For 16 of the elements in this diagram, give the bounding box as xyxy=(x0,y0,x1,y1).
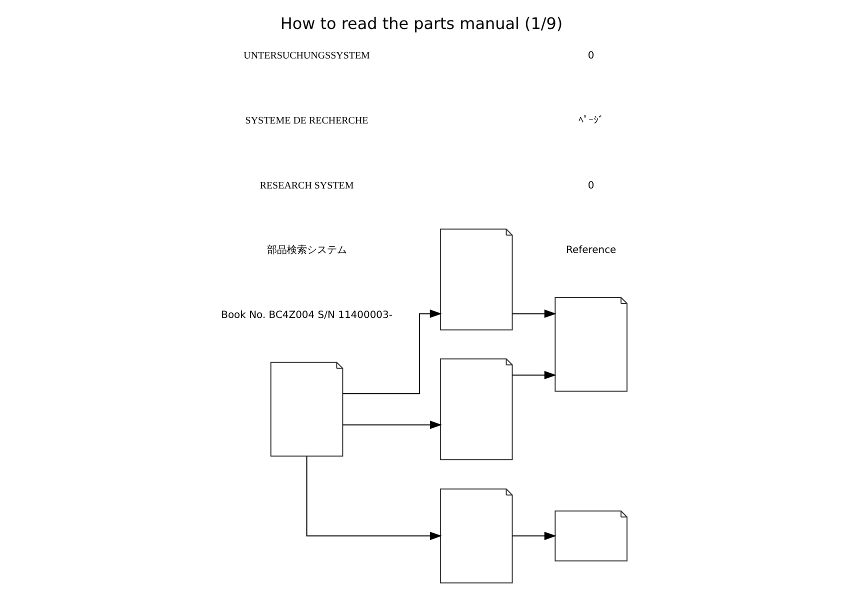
label: 0 xyxy=(587,50,594,62)
label: Book No. BC4Z004 S/N 11400003- xyxy=(220,310,392,321)
arrow xyxy=(342,310,442,394)
label: UNTERSUCHUNGSSYSTEM xyxy=(243,50,370,62)
diagram-title: How to read the parts manual (1/9) xyxy=(280,14,562,33)
arrow xyxy=(511,532,556,540)
label: 0 xyxy=(587,180,594,192)
arrow xyxy=(306,456,442,540)
arrow xyxy=(342,420,442,430)
label: SYSTEME DE RECHERCHE xyxy=(244,115,368,126)
label: RESEARCH SYSTEM xyxy=(259,180,354,192)
label: Reference xyxy=(565,245,616,256)
arrow xyxy=(511,310,556,318)
arrow xyxy=(511,370,556,380)
label: 部品検索システム xyxy=(266,245,346,256)
label: ﾍﾟｰｼﾞ xyxy=(578,115,604,126)
